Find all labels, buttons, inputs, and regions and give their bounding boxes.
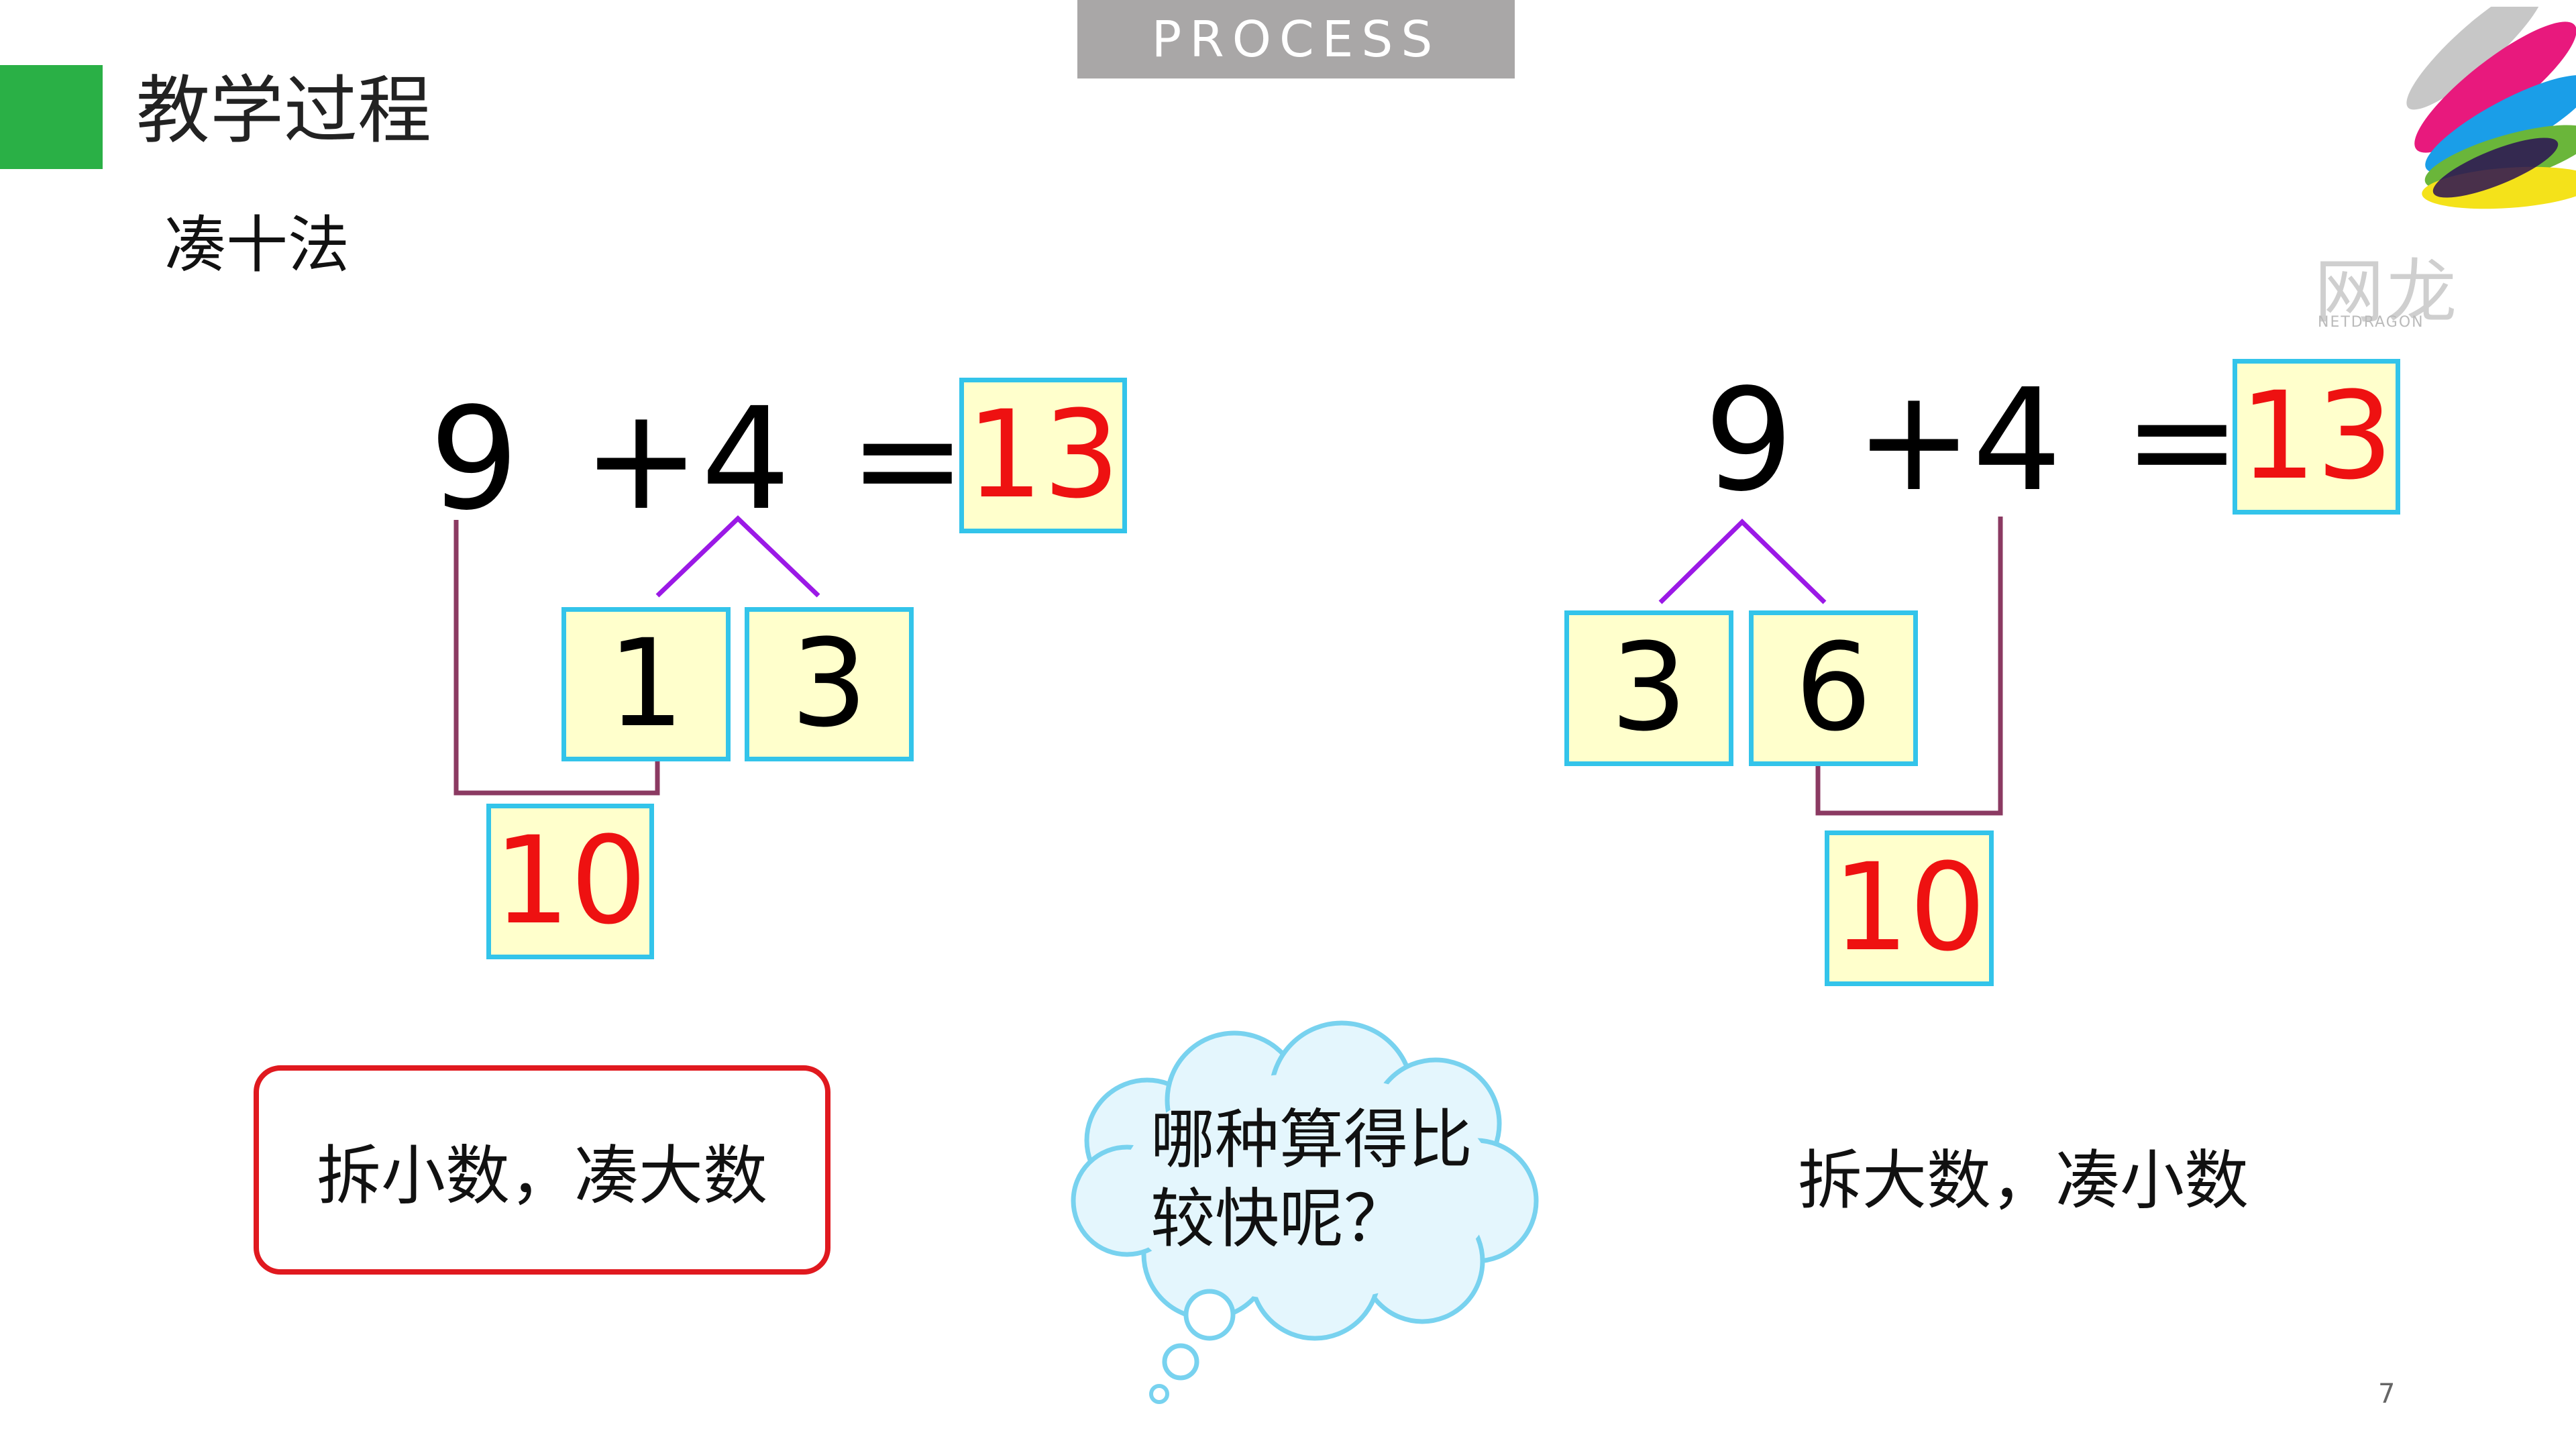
right-addend-a: 9 [1704, 358, 1794, 523]
right-equals-sign: = [2123, 358, 2241, 523]
left-result-box: 13 [959, 378, 1127, 533]
right-split-line [1658, 519, 1827, 604]
left-bracket-line [453, 520, 660, 796]
page-number: 7 [2378, 1379, 2396, 1409]
thought-line-2: 较快呢？ [1150, 1181, 1408, 1256]
left-split-box-2: 3 [745, 607, 914, 761]
thought-cloud-icon [1071, 1020, 1539, 1404]
thought-question: 哪种算得比 较快呢？ [1150, 1100, 1540, 1258]
strategy-right-label: 拆大数，凑小数 [1798, 1143, 2249, 1218]
accent-block [0, 65, 103, 169]
brand-logo-icon [2406, 7, 2576, 209]
left-split-box-1: 1 [561, 607, 731, 761]
method-subtitle: 凑十法 [164, 209, 350, 281]
section-title: 教学过程 [136, 68, 431, 154]
left-addend-a: 9 [429, 377, 519, 541]
right-result-box: 13 [2233, 359, 2400, 515]
left-addend-b: 4 [701, 377, 791, 541]
strategy-left-box: 拆小数，凑大数 [254, 1065, 830, 1275]
right-split-box-2: 6 [1749, 610, 1918, 766]
right-addend-b: 4 [1972, 358, 2062, 523]
brand-name-en: NETDRAGON [2318, 314, 2424, 331]
left-plus-sign: + [582, 377, 700, 541]
right-plus-sign: + [1855, 358, 1973, 523]
left-equals-sign: = [849, 377, 967, 541]
right-bracket-line [1815, 517, 2003, 816]
process-tab: PROCESS [1077, 0, 1515, 78]
left-ten-box: 10 [486, 804, 654, 959]
thought-line-1: 哪种算得比 [1150, 1102, 1472, 1177]
brand-name-cn: 网龙 [2314, 251, 2460, 333]
right-ten-box: 10 [1825, 830, 1994, 986]
left-split-line [655, 515, 820, 598]
right-split-box-1: 3 [1564, 610, 1733, 766]
